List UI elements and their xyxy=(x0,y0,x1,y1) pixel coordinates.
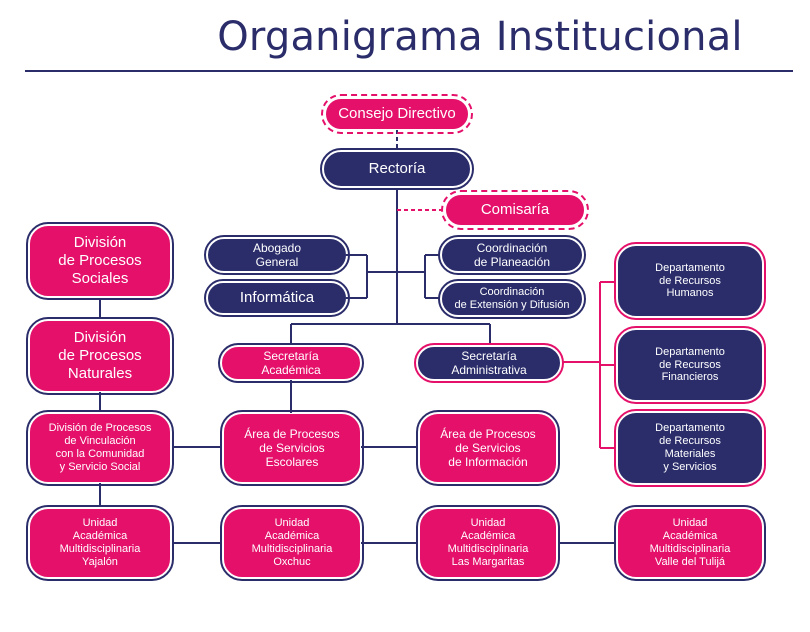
page-title: Organigrama Institucional xyxy=(217,14,743,60)
node-division-vinculacion: División de Procesos de Vinculación con … xyxy=(26,410,174,486)
node-consejo-directivo: Consejo Directivo xyxy=(321,94,473,134)
node-departamento-recursos-materiales: Departamento de Recursos Materiales y Se… xyxy=(614,409,766,487)
node-unidad-academica-oxchuc: Unidad Académica Multidisciplinaria Oxch… xyxy=(220,505,364,581)
node-area-servicios-escolares: Área de Procesos de Servicios Escolares xyxy=(220,410,364,486)
node-division-procesos-naturales: División de Procesos Naturales xyxy=(26,317,174,395)
node-unidad-academica-yajalon: Unidad Académica Multidisciplinaria Yaja… xyxy=(26,505,174,581)
node-abogado-general: Abogado General xyxy=(204,235,350,275)
node-rectoria: Rectoría xyxy=(320,148,474,190)
node-comisaria: Comisaría xyxy=(441,190,589,230)
node-unidad-academica-las-margaritas: Unidad Académica Multidisciplinaria Las … xyxy=(416,505,560,581)
node-secretaria-academica: Secretaría Académica xyxy=(218,343,364,383)
node-departamento-recursos-humanos: Departamento de Recursos Humanos xyxy=(614,242,766,320)
node-departamento-recursos-financieros: Departamento de Recursos Financieros xyxy=(614,326,766,404)
node-division-procesos-sociales: División de Procesos Sociales xyxy=(26,222,174,300)
node-coordinacion-extension: Coordinación de Extensión y Difusión xyxy=(438,279,586,319)
node-secretaria-administrativa: Secretaría Administrativa xyxy=(414,343,564,383)
node-unidad-academica-valle-tulija: Unidad Académica Multidisciplinaria Vall… xyxy=(614,505,766,581)
title-divider xyxy=(25,70,793,72)
node-area-servicios-informacion: Área de Procesos de Servicios de Informa… xyxy=(416,410,560,486)
node-coordinacion-planeacion: Coordinación de Planeación xyxy=(438,235,586,275)
node-informatica: Informática xyxy=(204,279,350,317)
